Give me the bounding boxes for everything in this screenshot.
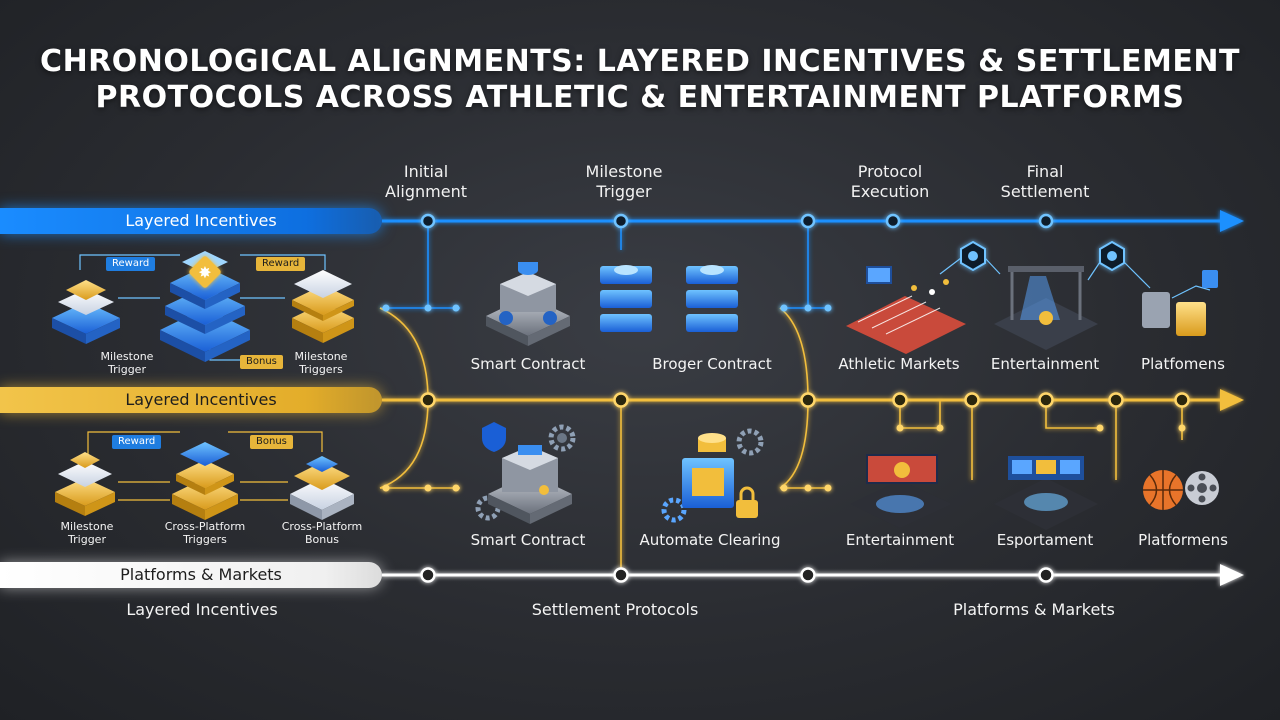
milestone-triggers-label: Milestone Triggers bbox=[266, 350, 376, 376]
label-line: Milestone bbox=[294, 350, 348, 363]
athletic-markets-label: Athletic Markets bbox=[838, 355, 960, 373]
reward-tag: Reward bbox=[256, 257, 306, 271]
server-icon bbox=[600, 265, 738, 332]
phase-final-settlement: Final Settlement bbox=[965, 162, 1125, 202]
label-line: Cross-Platform bbox=[281, 520, 363, 533]
phase-line: Execution bbox=[850, 182, 930, 201]
basketball-icon bbox=[1143, 470, 1183, 510]
phase-line: Alignment bbox=[385, 182, 467, 201]
lock-icon bbox=[736, 486, 758, 518]
page-title: CHRONOLOGICAL ALIGNMENTS: LAYERED INCENT… bbox=[40, 44, 1240, 116]
star-icon: ✸ bbox=[189, 256, 221, 288]
stack-icon bbox=[52, 280, 120, 344]
film-reel-icon bbox=[1176, 302, 1206, 336]
track-icon bbox=[846, 266, 966, 354]
esportament-bottom bbox=[994, 456, 1098, 530]
left-top-cluster: ✸ bbox=[52, 251, 354, 362]
smart-contract-label: Smart Contract bbox=[470, 531, 586, 549]
nodes-white bbox=[420, 567, 1054, 583]
esportament-label: Esportament bbox=[996, 531, 1094, 549]
platforms-label: Platfomens bbox=[1141, 355, 1225, 373]
server-icon bbox=[488, 445, 572, 524]
connectors-gold bbox=[379, 307, 1183, 575]
bonus-tag: Bonus bbox=[250, 435, 293, 449]
milestone-trigger-label: Milestone Trigger bbox=[32, 520, 142, 546]
band-layered-incentives-gold: Layered Incentives bbox=[0, 387, 382, 413]
title-line-2: PROTOCOLS ACROSS ATHLETIC & ENTERTAINMEN… bbox=[95, 80, 1185, 115]
nodes-gold bbox=[382, 392, 1190, 492]
entertainment-label: Entertainment bbox=[845, 531, 955, 549]
smart-contract-label: Smart Contract bbox=[470, 355, 586, 373]
label-line: Triggers bbox=[183, 533, 227, 546]
milestone-trigger-label: Milestone Trigger bbox=[72, 350, 182, 376]
entertainment-bottom bbox=[850, 454, 952, 528]
broger-contract-top bbox=[600, 265, 738, 332]
band-layered-incentives-blue: Layered Incentives bbox=[0, 208, 382, 234]
arena-icon bbox=[994, 456, 1098, 530]
entertainment-label: Entertainment bbox=[990, 355, 1100, 373]
label-line: Bonus bbox=[305, 533, 339, 546]
stack-icon bbox=[290, 456, 354, 520]
phase-line: Settlement bbox=[1000, 182, 1090, 201]
arena-icon bbox=[850, 454, 952, 528]
film-reel-icon bbox=[1185, 471, 1219, 505]
phase-line: Final bbox=[1026, 162, 1064, 181]
cross-platform-triggers-label: Cross-Platform Triggers bbox=[150, 520, 260, 546]
gear-icon bbox=[661, 428, 764, 523]
shield-icon bbox=[482, 422, 506, 452]
bonus-tag: Bonus bbox=[240, 355, 283, 369]
hex-network-icon bbox=[1099, 240, 1125, 272]
smart-contract-bottom bbox=[475, 422, 576, 524]
stage-icon bbox=[994, 266, 1098, 350]
server-icon bbox=[486, 262, 570, 346]
stack-icon bbox=[55, 452, 115, 516]
nodes-blue bbox=[382, 213, 1054, 312]
stack-icon bbox=[172, 442, 238, 520]
phase-initial-alignment: Initial Alignment bbox=[346, 162, 506, 202]
reward-tag: Reward bbox=[112, 435, 162, 449]
label-line: Cross-Platform bbox=[164, 520, 246, 533]
band-platforms-markets: Platforms & Markets bbox=[0, 562, 382, 588]
footer-layered-incentives: Layered Incentives bbox=[126, 600, 278, 619]
footer-settlement-protocols: Settlement Protocols bbox=[531, 600, 699, 619]
platforms-top bbox=[1087, 240, 1218, 336]
phase-line: Protocol bbox=[857, 162, 923, 181]
svg-text:✸: ✸ bbox=[198, 263, 211, 282]
stack-icon bbox=[292, 270, 354, 343]
label-line: Trigger bbox=[68, 533, 106, 546]
platforms-label: Platformens bbox=[1138, 531, 1228, 549]
label-line: Milestone bbox=[100, 350, 154, 363]
label-line: Triggers bbox=[299, 363, 343, 376]
reward-tag: Reward bbox=[106, 257, 156, 271]
smart-contract-top bbox=[486, 262, 570, 346]
automate-clearing-label: Automate Clearing bbox=[639, 531, 781, 549]
phase-line: Milestone bbox=[585, 162, 663, 181]
platformens-bottom bbox=[1143, 470, 1219, 510]
label-line: Milestone bbox=[60, 520, 114, 533]
entertainment-top bbox=[994, 266, 1098, 350]
connectors-blue bbox=[380, 221, 830, 309]
phase-milestone-trigger: Milestone Trigger bbox=[544, 162, 704, 202]
label-line: Trigger bbox=[108, 363, 146, 376]
cross-platform-bonus-label: Cross-Platform Bonus bbox=[267, 520, 377, 546]
automate-clearing-bottom bbox=[661, 428, 764, 523]
footer-platforms-markets: Platforms & Markets bbox=[953, 600, 1115, 619]
phase-protocol-execution: Protocol Execution bbox=[810, 162, 970, 202]
title-line-1: CHRONOLOGICAL ALIGNMENTS: LAYERED INCENT… bbox=[40, 44, 1240, 79]
server-icon bbox=[682, 433, 734, 508]
hex-network-icon bbox=[960, 240, 986, 272]
phase-line: Trigger bbox=[596, 182, 652, 201]
athletic-markets-top bbox=[846, 240, 1001, 354]
shield-icon bbox=[1142, 292, 1170, 328]
left-bottom-cluster bbox=[55, 431, 354, 520]
phase-line: Initial bbox=[403, 162, 449, 181]
broger-contract-label: Broger Contract bbox=[652, 355, 772, 373]
